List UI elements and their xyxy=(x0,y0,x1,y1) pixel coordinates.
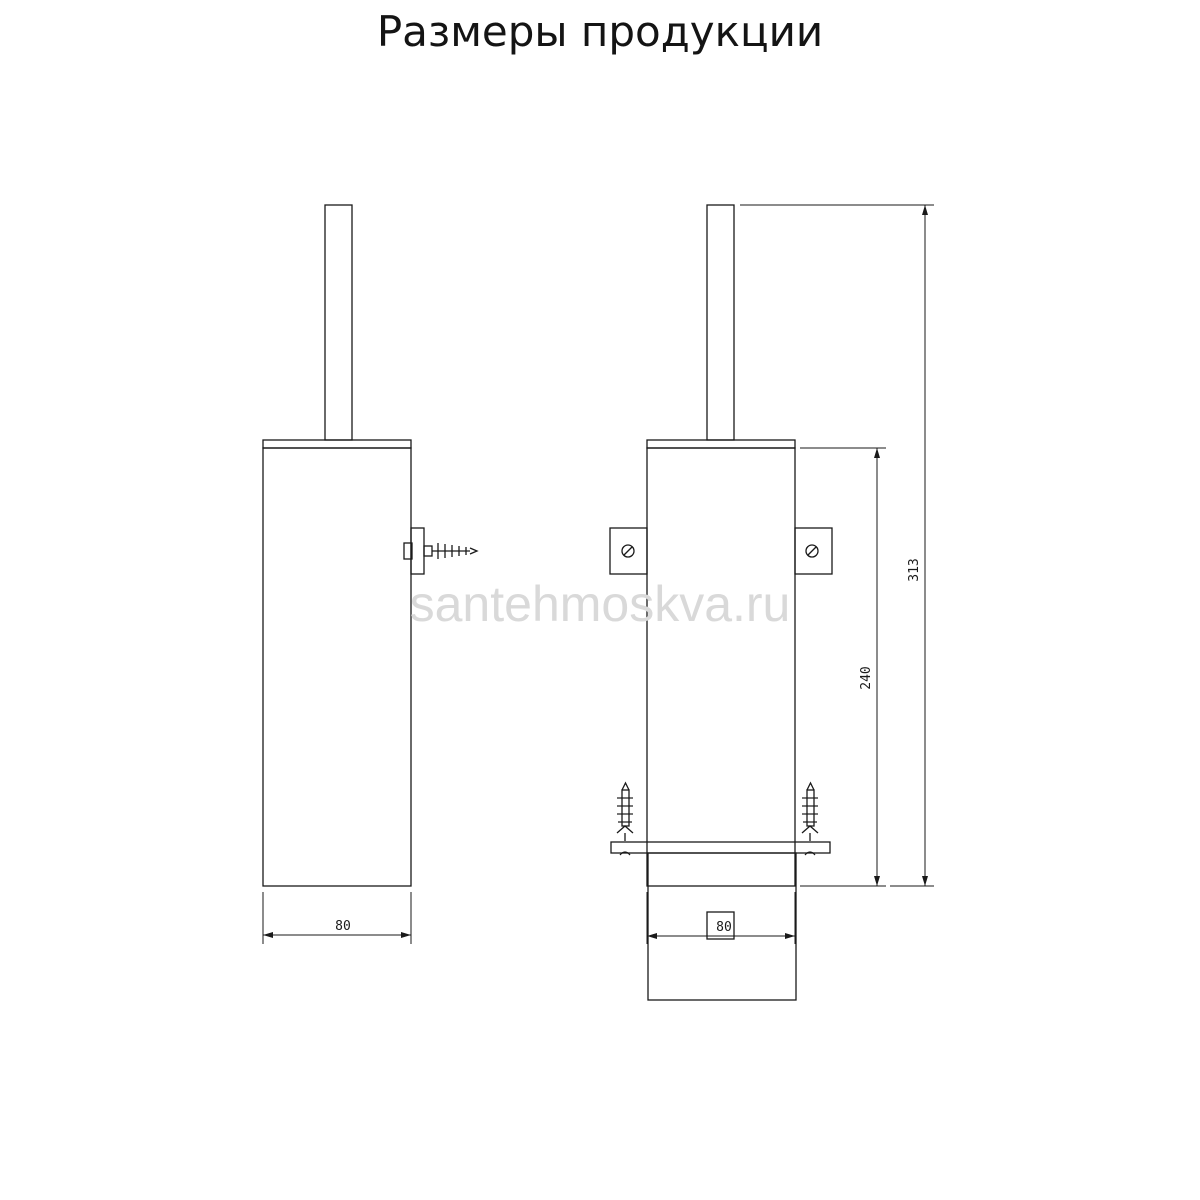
total-height-dimension: 313 xyxy=(740,204,934,887)
top-view-body xyxy=(647,852,797,1001)
left-bracket xyxy=(609,527,648,575)
top-view-wall-plate xyxy=(610,841,831,854)
side-width-dimension: 80 xyxy=(262,892,412,944)
front-view-lid xyxy=(646,439,796,449)
screw-icon xyxy=(621,544,635,558)
body-height-dimension: 240 xyxy=(800,447,886,887)
side-view-lid xyxy=(262,439,412,449)
front-view-handle xyxy=(706,204,735,441)
wall-anchor-right xyxy=(801,781,819,856)
right-bracket xyxy=(794,527,833,575)
body-height-label: 240 xyxy=(859,666,874,689)
page-title: Размеры продукции xyxy=(376,7,824,56)
side-view: 80 xyxy=(262,204,479,944)
side-width-label: 80 xyxy=(335,919,351,934)
side-view-body xyxy=(262,447,412,887)
total-height-label: 313 xyxy=(907,558,922,581)
top-view xyxy=(610,781,831,1001)
front-width-label: 80 xyxy=(716,920,732,935)
wall-anchor-left xyxy=(616,781,634,856)
side-view-wall-mount xyxy=(403,527,479,575)
top-view-handle-square xyxy=(706,911,735,940)
side-view-handle xyxy=(324,204,353,441)
screw-icon xyxy=(805,544,819,558)
front-view: 80 xyxy=(609,204,833,944)
front-view-body xyxy=(646,447,796,887)
front-width-dimension: 80 xyxy=(646,892,796,944)
